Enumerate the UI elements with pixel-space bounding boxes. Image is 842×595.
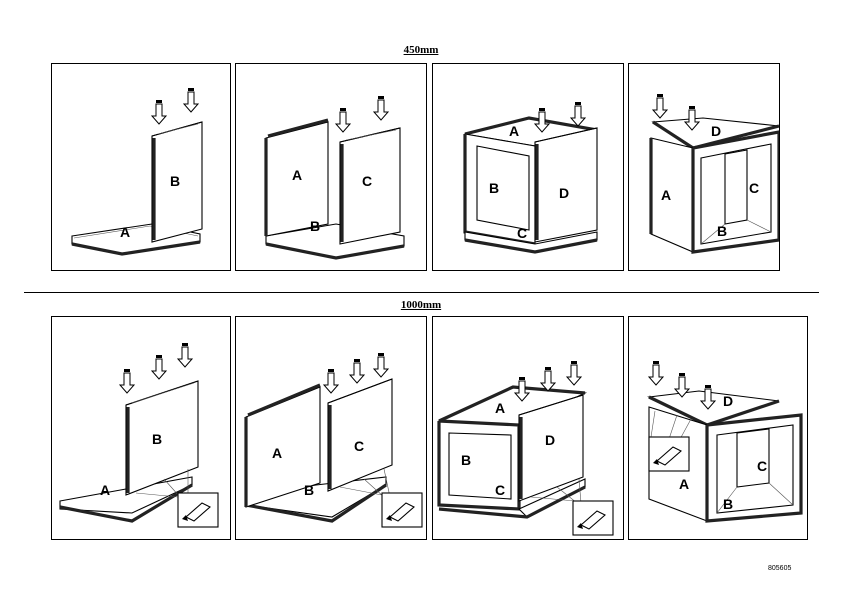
- section-title-450: 450mm: [403, 44, 439, 56]
- panel-label: C: [517, 225, 527, 241]
- arrow-down-icon: [565, 361, 583, 386]
- step-1-1000-drawing: B A: [59, 343, 219, 528]
- step-2-450-drawing: A C B: [264, 96, 405, 260]
- arrow-down-icon: [539, 367, 557, 392]
- step-3-1000-panel: A D B C: [432, 316, 624, 540]
- panel-label: B: [717, 223, 727, 239]
- arrow-down-icon: [673, 373, 691, 398]
- step-1-450-drawing: B A: [71, 88, 203, 256]
- arrow-down-icon: [651, 94, 669, 119]
- panel-label: D: [545, 432, 555, 448]
- panel-label: B: [152, 431, 162, 447]
- panel-label: B: [170, 173, 180, 189]
- panel-label: A: [509, 123, 519, 139]
- panel-label: A: [495, 400, 505, 416]
- clip-icon: [653, 446, 682, 466]
- step-2-1000-drawing: A C B: [244, 353, 423, 528]
- panel-label: C: [354, 438, 364, 454]
- arrow-down-icon: [118, 369, 136, 394]
- arrow-down-icon: [334, 108, 352, 133]
- step-4-1000-panel: D C A B: [628, 316, 808, 540]
- arrow-down-icon: [322, 369, 340, 394]
- panel-label: B: [310, 218, 320, 234]
- arrow-down-icon: [372, 353, 390, 378]
- panel-label: A: [272, 445, 282, 461]
- panel-label: A: [679, 476, 689, 492]
- arrow-down-icon: [699, 385, 717, 410]
- panel-label: A: [661, 187, 671, 203]
- step-1-1000-panel: B A: [51, 316, 231, 540]
- step-3-1000-drawing: A D B C: [437, 361, 614, 536]
- panel-label: D: [559, 185, 569, 201]
- step-2-1000-panel: A C B: [235, 316, 427, 540]
- panel-label: A: [100, 482, 110, 498]
- section-title-1000: 1000mm: [400, 299, 442, 311]
- step-4-450-panel: D A C B: [628, 63, 780, 271]
- panel-label: B: [489, 180, 499, 196]
- arrow-down-icon: [569, 102, 587, 127]
- arrow-down-icon: [372, 96, 390, 121]
- arrow-down-icon: [533, 108, 551, 133]
- panel-label: A: [120, 224, 130, 240]
- clip-icon: [182, 502, 211, 522]
- arrow-down-icon: [182, 88, 200, 113]
- step-3-450-drawing: A B D C: [463, 102, 598, 254]
- panel-label: B: [304, 482, 314, 498]
- panel-label: B: [461, 452, 471, 468]
- clip-icon: [577, 510, 606, 530]
- arrow-down-icon: [683, 106, 701, 131]
- panel-label: A: [292, 167, 302, 183]
- step-2-450-panel: A C B: [235, 63, 427, 271]
- panel-label: D: [723, 393, 733, 409]
- arrow-down-icon: [176, 343, 194, 368]
- panel-label: C: [757, 458, 767, 474]
- panel-label: D: [711, 123, 721, 139]
- arrow-down-icon: [348, 359, 366, 384]
- reference-number: 805605: [768, 565, 792, 572]
- arrow-down-icon: [150, 355, 168, 380]
- arrow-down-icon: [150, 100, 168, 125]
- section-divider: [24, 292, 819, 293]
- arrow-down-icon: [513, 377, 531, 402]
- panel-label: C: [362, 173, 372, 189]
- clip-icon: [386, 502, 415, 522]
- panel-label: B: [723, 496, 733, 512]
- step-1-450-panel: B A: [51, 63, 231, 271]
- step-3-450-panel: A B D C: [432, 63, 624, 271]
- panel-label: C: [495, 482, 505, 498]
- panel-label: C: [749, 180, 759, 196]
- step-4-450-drawing: D A C B: [649, 94, 779, 254]
- step-4-1000-drawing: D C A B: [647, 361, 803, 523]
- arrow-down-icon: [647, 361, 665, 386]
